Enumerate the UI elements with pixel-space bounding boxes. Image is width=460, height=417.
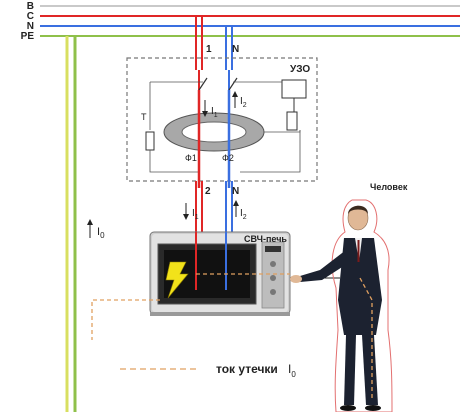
person-shoe-left (340, 405, 356, 411)
phi2-label: Ф2 (222, 153, 234, 163)
neutral-switch-contact (228, 77, 238, 91)
rcd-dashed-box (126, 57, 318, 182)
person-hair (348, 205, 368, 214)
bus-c-label: C (27, 11, 34, 22)
test-resistor (145, 131, 155, 151)
coil-return (240, 130, 301, 173)
legend-symbol: I0 (288, 362, 296, 379)
test-button-label: T (141, 112, 147, 122)
i2-low-label: I2 (240, 208, 247, 221)
person-hand (290, 275, 302, 283)
microwave-base (150, 312, 290, 316)
i1-main-label: I1 (211, 106, 218, 119)
bus-pe-label: PE (21, 31, 35, 42)
phase-top-label: 1 (206, 44, 212, 55)
phase-switch-contact (198, 77, 208, 91)
i1-low-label: I1 (192, 208, 199, 221)
appliance-label: СВЧ-печь (244, 234, 287, 244)
microwave-oven: СВЧ-печь (149, 231, 291, 316)
legend: ток утечки I0 (120, 362, 296, 379)
trip-coil (286, 111, 298, 131)
test-return (149, 150, 200, 173)
rcd-device: УЗО T Ф1 Ф2 I1 I2 (126, 57, 318, 188)
trip-relay-box (281, 79, 307, 99)
neutral-top-label: N (232, 44, 239, 55)
i0-label: I0 (97, 226, 105, 240)
rcd-title: УЗО (290, 64, 310, 75)
lightning-icon (165, 261, 189, 299)
toroid-hole (181, 121, 247, 143)
person-arm (300, 250, 350, 282)
phi1-label: Ф1 (185, 153, 197, 163)
phase-bottom-label: 2 (205, 186, 211, 197)
bus-b-label: B (27, 1, 34, 12)
leak-path-body (359, 277, 373, 400)
microwave-display (265, 246, 281, 252)
person-label: Человек (370, 182, 408, 192)
bus-n-label: N (27, 21, 34, 32)
microwave-knob-2 (270, 275, 276, 281)
legend-text: ток утечки (216, 362, 278, 376)
i2-main-label: I2 (240, 96, 247, 109)
microwave-knob-1 (270, 261, 276, 267)
person-leg-right (362, 335, 378, 405)
neutral-bottom-label: N (232, 186, 239, 197)
bus-bars: B C N PE (21, 1, 460, 42)
person-figure: Человек (290, 182, 408, 413)
person-leg-left (344, 335, 356, 405)
leak-path-pe (91, 299, 160, 340)
microwave-knob-3 (270, 289, 276, 295)
person-shoe-right (365, 405, 381, 411)
